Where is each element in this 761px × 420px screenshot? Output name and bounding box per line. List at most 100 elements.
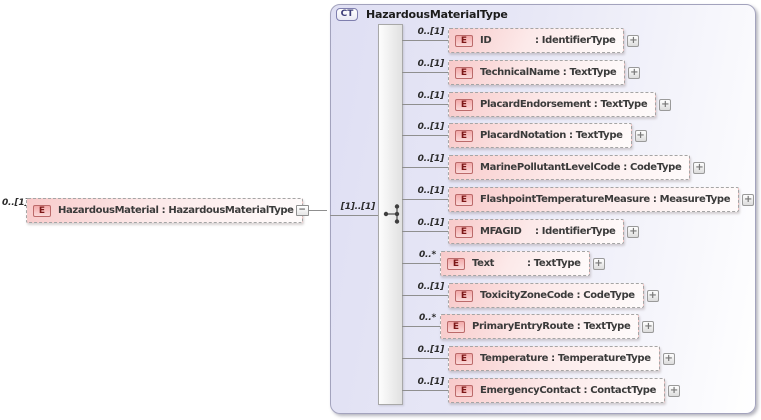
element-name: Text [472, 258, 495, 269]
element-name: MFAGID [480, 226, 522, 237]
element-type: : IdentifierType [535, 35, 616, 46]
element-name: TechnicalName [480, 67, 560, 78]
element-type: : TemperatureType [551, 353, 651, 364]
element-type: : HazardousMaterialType [161, 205, 294, 216]
sequence-icon[interactable] [382, 203, 404, 225]
element-type: : IdentifierType [535, 226, 616, 237]
element-icon: E [455, 352, 473, 365]
element-type: : TextType [593, 99, 648, 110]
element-row: E TechnicalName : TextType + [448, 60, 641, 85]
element-row: E Text : TextType + [440, 251, 605, 276]
element-type: : CodeType [623, 162, 682, 173]
element-box[interactable]: E MFAGID : IdentifierType [448, 219, 625, 244]
connector-line [330, 215, 378, 216]
element-name: EmergencyContact [480, 385, 581, 396]
complextype-title: HazardousMaterialType [366, 8, 508, 21]
element-type: : TextType [562, 67, 617, 78]
element-icon: E [455, 129, 473, 142]
element-box[interactable]: E PlacardEndorsement : TextType [448, 92, 657, 117]
expand-button[interactable]: + [742, 193, 755, 206]
expand-button[interactable]: + [646, 289, 659, 302]
cardinality-label: 0..* [418, 313, 436, 323]
expand-button[interactable]: + [592, 257, 605, 270]
connector-line [402, 390, 448, 391]
element-name: HazardousMaterial [58, 205, 159, 216]
element-row: E MarinePollutantLevelCode : CodeType + [448, 155, 706, 180]
cardinality-label: 0..[1] [417, 27, 445, 37]
element-type: : MeasureType [652, 194, 731, 205]
element-icon: E [455, 289, 473, 302]
element-name: FlashpointTemperatureMeasure [480, 194, 650, 205]
connector-line [402, 167, 448, 168]
cardinality-label: 0..[1] [417, 91, 445, 101]
complextype-badge: CT [336, 8, 358, 21]
cardinality-label: 0..[1] [2, 198, 29, 208]
cardinality-label: 0..[1] [417, 122, 445, 132]
element-box[interactable]: E TechnicalName : TextType [448, 60, 626, 85]
element-box[interactable]: E Text : TextType [440, 251, 590, 276]
element-box[interactable]: E EmergencyContact : ContactType [448, 378, 666, 403]
connector-line [402, 104, 448, 105]
element-box[interactable]: E ToxicityZoneCode : CodeType [448, 283, 644, 308]
expand-button[interactable]: + [659, 98, 672, 111]
cardinality-label: 0..[1] [417, 186, 445, 196]
element-name: MarinePollutantLevelCode [480, 162, 621, 173]
cardinality-label: 0..* [418, 250, 436, 260]
element-icon: E [33, 204, 51, 217]
root-element-row: E HazardousMaterial : HazardousMaterialT… [26, 198, 327, 223]
element-icon: E [455, 98, 473, 111]
connector-line [402, 263, 440, 264]
element-row: E PlacardEndorsement : TextType + [448, 92, 672, 117]
expand-button[interactable]: + [642, 320, 655, 333]
cardinality-label: 0..[1] [417, 154, 445, 164]
connector-line [402, 231, 448, 232]
element-box[interactable]: E PrimaryEntryRoute : TextType [440, 314, 640, 339]
collapse-button[interactable]: − [295, 205, 309, 216]
connector-line [402, 295, 448, 296]
element-box[interactable]: E FlashpointTemperatureMeasure : Measure… [448, 187, 740, 212]
connector-line [308, 210, 327, 211]
element-type: : ContactType [583, 385, 657, 396]
root-element-box[interactable]: E HazardousMaterial : HazardousMaterialT… [26, 198, 303, 223]
element-icon: E [455, 193, 473, 206]
element-icon: E [447, 257, 465, 270]
cardinality-label: 0..[1] [417, 282, 445, 292]
element-box[interactable]: E PlacardNotation : TextType [448, 123, 632, 148]
element-icon: E [455, 384, 473, 397]
expand-button[interactable]: + [627, 34, 640, 47]
element-box[interactable]: E ID : IdentifierType [448, 28, 625, 53]
element-icon: E [455, 34, 473, 47]
element-type: : TextType [569, 130, 623, 141]
cardinality-label: 0..[1] [417, 377, 445, 387]
connector-line [402, 199, 448, 200]
connector-line [402, 358, 448, 359]
element-box[interactable]: E Temperature : TemperatureType [448, 346, 660, 371]
element-box[interactable]: E MarinePollutantLevelCode : CodeType [448, 155, 691, 180]
element-type: : CodeType [576, 290, 635, 301]
element-row: E PrimaryEntryRoute : TextType + [440, 314, 655, 339]
element-name: ToxicityZoneCode [480, 290, 574, 301]
expand-button[interactable]: + [693, 161, 706, 174]
element-name: ID [480, 35, 492, 46]
element-name: PlacardEndorsement [480, 99, 591, 110]
element-row: E ID : IdentifierType + [448, 28, 640, 53]
connector-line [402, 72, 448, 73]
element-row: E FlashpointTemperatureMeasure : Measure… [448, 187, 755, 212]
element-name: PlacardNotation [480, 130, 566, 141]
group-cardinality-label: [1]..[1] [340, 202, 375, 212]
expand-button[interactable]: + [634, 129, 647, 142]
expand-button[interactable]: + [662, 352, 675, 365]
element-name: Temperature [480, 353, 549, 364]
cardinality-label: 0..[1] [417, 59, 445, 69]
expand-button[interactable]: + [628, 66, 641, 79]
connector-line [402, 135, 448, 136]
element-row: E ToxicityZoneCode : CodeType + [448, 283, 659, 308]
expand-button[interactable]: + [627, 225, 640, 238]
expand-button[interactable]: + [668, 384, 681, 397]
element-icon: E [447, 320, 465, 333]
connector-line [402, 40, 448, 41]
element-icon: E [455, 161, 473, 174]
connector-line [402, 326, 440, 327]
element-row: E PlacardNotation : TextType + [448, 123, 647, 148]
